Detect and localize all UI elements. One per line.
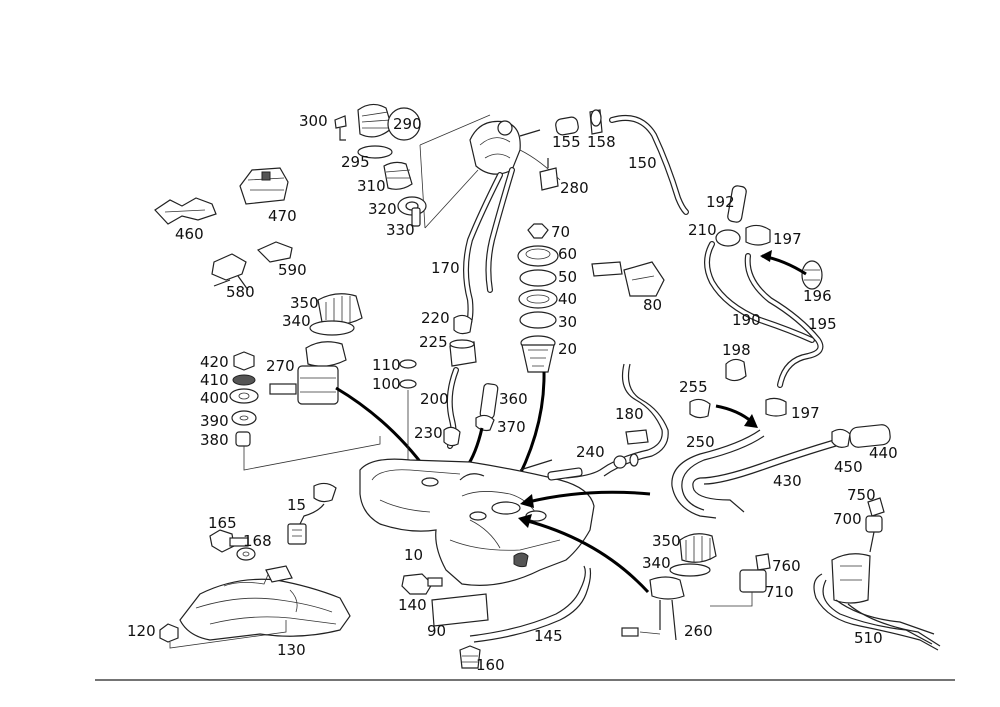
label-470: 470 [268,207,297,225]
label-170: 170 [431,259,460,277]
part-labels: 300 290 295 310 320 330 155 158 150 280 … [127,112,898,674]
label-700: 700 [833,510,862,528]
label-340a: 340 [282,312,311,330]
label-390: 390 [200,412,229,430]
label-295: 295 [341,153,370,171]
label-195: 195 [808,315,837,333]
lower-parts-group [401,565,592,669]
washer-stack [229,351,381,471]
sending-unit-stack [506,223,559,498]
label-15: 15 [287,496,306,514]
label-197b: 197 [791,404,820,422]
label-70: 70 [551,223,570,241]
label-400: 400 [200,389,229,407]
label-270: 270 [266,357,295,375]
connector-bracket-group [154,167,289,225]
fuel-lines [547,363,891,519]
label-760: 760 [772,557,801,575]
label-590: 590 [278,261,307,279]
label-158: 158 [587,133,616,151]
label-320: 320 [368,200,397,218]
label-300: 300 [299,112,328,130]
label-255: 255 [679,378,708,396]
label-410: 410 [200,371,229,389]
vent-hose-group [704,185,824,417]
label-198: 198 [722,341,751,359]
label-250: 250 [686,433,715,451]
label-200: 200 [420,390,449,408]
sensor-bracket-group [211,241,293,291]
label-330: 330 [386,221,415,239]
label-60: 60 [558,245,577,263]
label-20: 20 [558,340,577,358]
label-350a: 350 [290,294,319,312]
pump-module-510 [813,497,941,651]
label-180: 180 [615,405,644,423]
label-160: 160 [476,656,505,674]
label-140: 140 [398,596,427,614]
label-145: 145 [534,627,563,645]
label-80: 80 [643,296,662,314]
label-380: 380 [200,431,229,449]
label-580: 580 [226,283,255,301]
label-120: 120 [127,622,156,640]
label-196: 196 [803,287,832,305]
sensor-80 [591,261,665,297]
label-155: 155 [552,133,581,151]
label-710: 710 [765,583,794,601]
label-90: 90 [427,622,446,640]
label-340b: 340 [642,554,671,572]
label-360: 360 [499,390,528,408]
heat-shield-group [159,565,351,649]
label-50: 50 [558,268,577,286]
label-150: 150 [628,154,657,172]
label-430: 430 [773,472,802,490]
fuel-tank [359,458,595,586]
label-370: 370 [497,418,526,436]
hose-clamp-group [399,314,499,476]
label-450: 450 [834,458,863,476]
label-30: 30 [558,313,577,331]
label-440: 440 [869,444,898,462]
label-130: 130 [277,641,306,659]
label-168: 168 [243,532,272,550]
label-420: 420 [200,353,229,371]
assembly-arrows [518,490,651,594]
label-240: 240 [576,443,605,461]
filler-cap-assembly [419,114,561,333]
label-230: 230 [414,424,443,442]
label-260: 260 [684,622,713,640]
connector-15 [287,482,337,545]
label-220: 220 [421,309,450,327]
boot-seal-group [334,103,427,227]
label-100: 100 [372,375,401,393]
label-190: 190 [732,311,761,329]
label-310: 310 [357,177,386,195]
label-40: 40 [558,290,577,308]
label-225: 225 [419,333,448,351]
label-110: 110 [372,356,401,374]
label-10: 10 [404,546,423,564]
label-290: 290 [393,115,422,133]
label-510: 510 [854,629,883,647]
label-165: 165 [208,514,237,532]
label-192: 192 [706,193,735,211]
label-197a: 197 [773,230,802,248]
fuel-pump-right [621,533,771,641]
label-210: 210 [688,221,717,239]
breather-hose-group [539,109,689,215]
label-350b: 350 [652,532,681,550]
label-280: 280 [560,179,589,197]
label-750: 750 [847,486,876,504]
bolt-washer-group [209,529,256,561]
label-460: 460 [175,225,204,243]
